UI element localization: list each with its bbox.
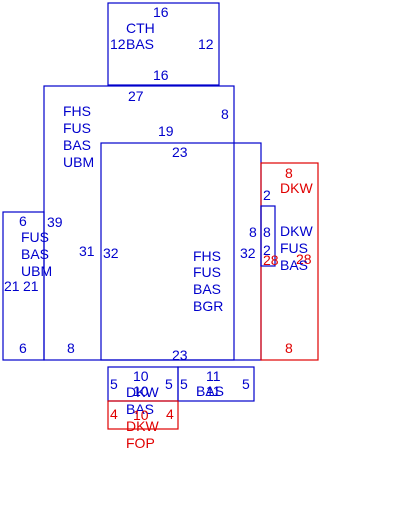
cth-code: BAS: [126, 36, 154, 52]
left-wing-dim-right: 39: [47, 214, 63, 230]
upper-dim-inner: 19: [158, 123, 174, 139]
main-dim-right-inner: 8: [249, 224, 257, 240]
porch-outline: [107, 400, 179, 430]
upper-code: UBM: [63, 154, 94, 170]
main-dim-top: 23: [172, 144, 188, 160]
bottom-right-dim-right: 5: [242, 376, 250, 392]
bottom-right-dim-top: 11: [206, 368, 221, 384]
bottom-left-code: DKW: [126, 384, 159, 400]
upper-dim-left: 31: [79, 243, 95, 259]
right-wing-dim-top: 2: [263, 187, 271, 203]
main-section-outline: [100, 142, 262, 361]
main-code: BAS: [193, 281, 221, 297]
upper-code: FHS: [63, 103, 91, 119]
deck-dim-bottom: 8: [285, 340, 293, 356]
main-dim-bottom: 23: [172, 347, 188, 363]
cth-outline: [107, 2, 220, 86]
porch-dim-left: 4: [110, 406, 118, 422]
left-wing-dim-left: 21: [4, 278, 20, 294]
cth-dim-bottom: 16: [153, 67, 169, 83]
left-wing-dim-top: 6: [19, 213, 27, 229]
upper-code: FUS: [63, 120, 91, 136]
bottom-left-dim-right: 5: [165, 376, 173, 392]
right-wing-outline: [260, 205, 276, 267]
bottom-right-code: BAS: [196, 383, 224, 399]
cth-dim-top: 16: [153, 4, 169, 20]
bottom-left-dim-left: 5: [110, 376, 118, 392]
right-wing-code: DKW: [280, 223, 313, 239]
upper-dim-bottom: 8: [67, 340, 75, 356]
deck-dim-right: 28: [296, 251, 312, 267]
left-wing-code: UBM: [21, 263, 52, 279]
main-dim-left: 32: [103, 245, 119, 261]
main-code: FHS: [193, 248, 221, 264]
cth-code: CTH: [126, 20, 155, 36]
deck-code: DKW: [280, 180, 313, 196]
left-wing-dim-bottom: 6: [19, 340, 27, 356]
bottom-left-dim-top: 10: [133, 368, 149, 384]
porch-code: FOP: [126, 435, 155, 451]
upper-dim-right: 8: [221, 106, 229, 122]
left-wing-code: BAS: [21, 246, 49, 262]
porch-dim-right: 4: [166, 406, 174, 422]
right-wing-dim-inner: 2: [263, 242, 271, 258]
porch-code: DKW: [126, 418, 159, 434]
deck-dim-left: 28: [263, 252, 279, 268]
left-wing-dim-left: 21: [23, 278, 39, 294]
cth-dim-right: 12: [198, 36, 214, 52]
right-wing-dim-inner: 8: [263, 224, 271, 240]
right-wing-code: FUS: [280, 240, 308, 256]
main-dim-right: 32: [240, 245, 256, 261]
cth-dim-left: 12: [110, 36, 126, 52]
left-wing-outline: [2, 211, 45, 361]
porch-dim-top: 10: [133, 407, 149, 423]
upper-dim-top: 27: [128, 88, 144, 104]
upper-code: BAS: [63, 137, 91, 153]
bottom-right-outline: [177, 366, 255, 402]
left-wing-code: FUS: [21, 229, 49, 245]
bottom-right-dim-left: 5: [180, 376, 188, 392]
bottom-right-dim-bottom: 11: [206, 383, 221, 399]
main-code: BGR: [193, 298, 223, 314]
right-wing-code: BAS: [280, 257, 308, 273]
main-code: FUS: [193, 264, 221, 280]
deck-dim-top: 8: [285, 165, 293, 181]
bottom-left-code: BAS: [126, 401, 154, 417]
bottom-left-dim-bottom: 10: [133, 383, 149, 399]
